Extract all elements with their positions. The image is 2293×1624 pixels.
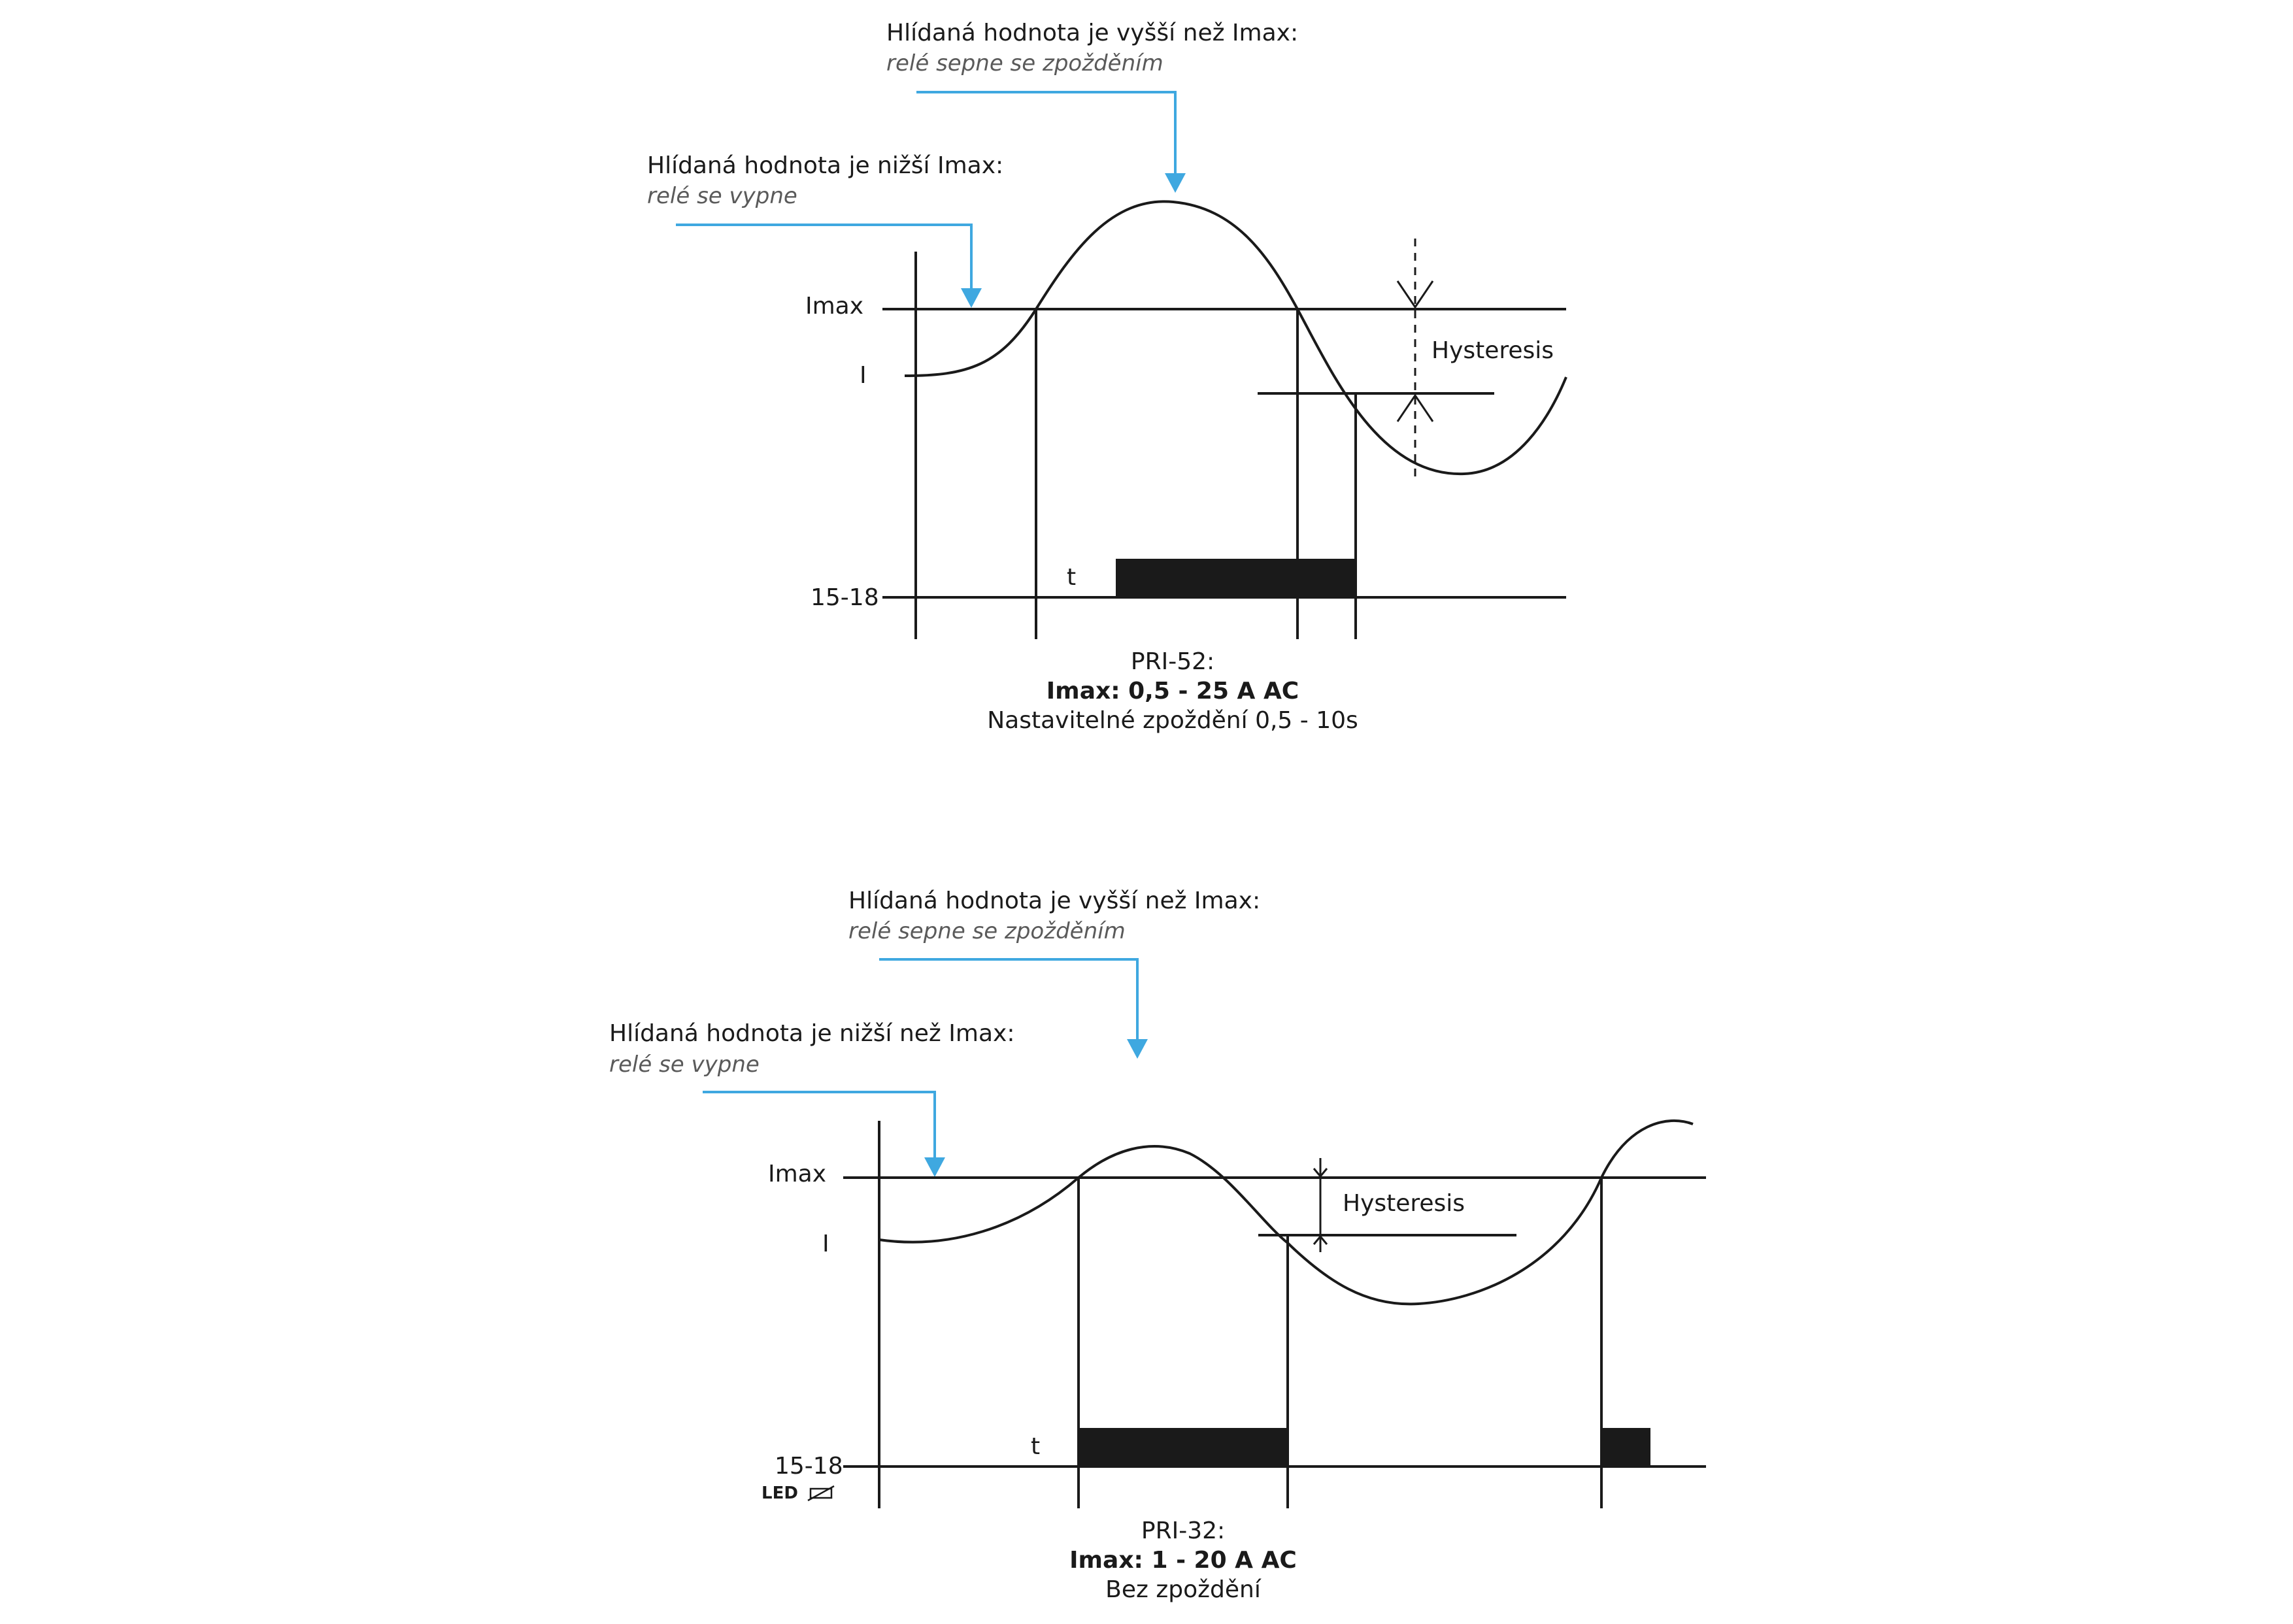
label-imax: Imax [805, 293, 863, 320]
hysteresis-arrow-bottom-icon [1313, 1235, 1328, 1245]
label-i: I [860, 362, 867, 389]
callout-high-subtitle: relé sepne se zpožděním [886, 50, 1163, 76]
relay-contact-icon [807, 1485, 835, 1502]
diagram-pri32: Hlídaná hodnota je vyšší než Imax: relé … [609, 887, 1706, 1603]
label-hysteresis: Hysteresis [1431, 337, 1554, 364]
hysteresis-arrow-top-icon [1396, 280, 1434, 309]
diagram-pri52: Hlídaná hodnota je vyšší než Imax: relé … [647, 20, 1567, 734]
label-relay: 15-18 [775, 1453, 843, 1480]
callout-high-title: Hlídaná hodnota je vyšší než Imax: [848, 887, 1260, 914]
caption-model: PRI-52: [1131, 648, 1214, 675]
callout-low-arrowhead [961, 288, 982, 308]
callout-low-title: Hlídaná hodnota je nižší než Imax: [609, 1020, 1014, 1047]
callout-low-arrow [676, 224, 973, 291]
callout-high-arrow [916, 91, 1177, 176]
callout-low-subtitle: relé se vypne [647, 183, 797, 209]
label-i: I [822, 1231, 829, 1257]
caption-note: Bez zpoždění [1105, 1576, 1262, 1603]
label-led: LED [762, 1483, 798, 1503]
caption-note: Nastavitelné zpoždění 0,5 - 10s [987, 707, 1358, 734]
label-relay: 15-18 [811, 584, 879, 611]
relay-on-bar-2 [1601, 1428, 1650, 1467]
label-imax: Imax [768, 1161, 826, 1187]
callout-high-arrowhead [1127, 1039, 1148, 1059]
callout-high-arrow [879, 958, 1139, 1042]
label-t: t [1031, 1433, 1040, 1460]
callout-low-arrow [703, 1091, 936, 1161]
relay-on-bar [1116, 559, 1356, 597]
signal-curve [879, 1119, 1694, 1306]
callout-high-arrowhead [1165, 173, 1186, 193]
label-hysteresis: Hysteresis [1343, 1190, 1465, 1217]
hysteresis-arrow-top-icon [1313, 1168, 1328, 1178]
signal-curve [904, 200, 1567, 476]
caption-model: PRI-32: [1141, 1517, 1225, 1544]
label-t: t [1067, 564, 1076, 591]
callout-low-title: Hlídaná hodnota je nižší Imax: [647, 152, 1003, 179]
callout-low-arrowhead [924, 1157, 945, 1177]
caption-range: Imax: 0,5 - 25 A AC [1046, 678, 1299, 704]
relay-on-bar [1079, 1428, 1288, 1467]
callout-high-subtitle: relé sepne se zpožděním [848, 918, 1126, 944]
caption-range: Imax: 1 - 20 A AC [1069, 1547, 1297, 1574]
callout-low-subtitle: relé se vypne [609, 1052, 760, 1078]
hysteresis-arrow-bottom-icon [1396, 393, 1434, 422]
callout-high-title: Hlídaná hodnota je vyšší než Imax: [886, 20, 1298, 46]
